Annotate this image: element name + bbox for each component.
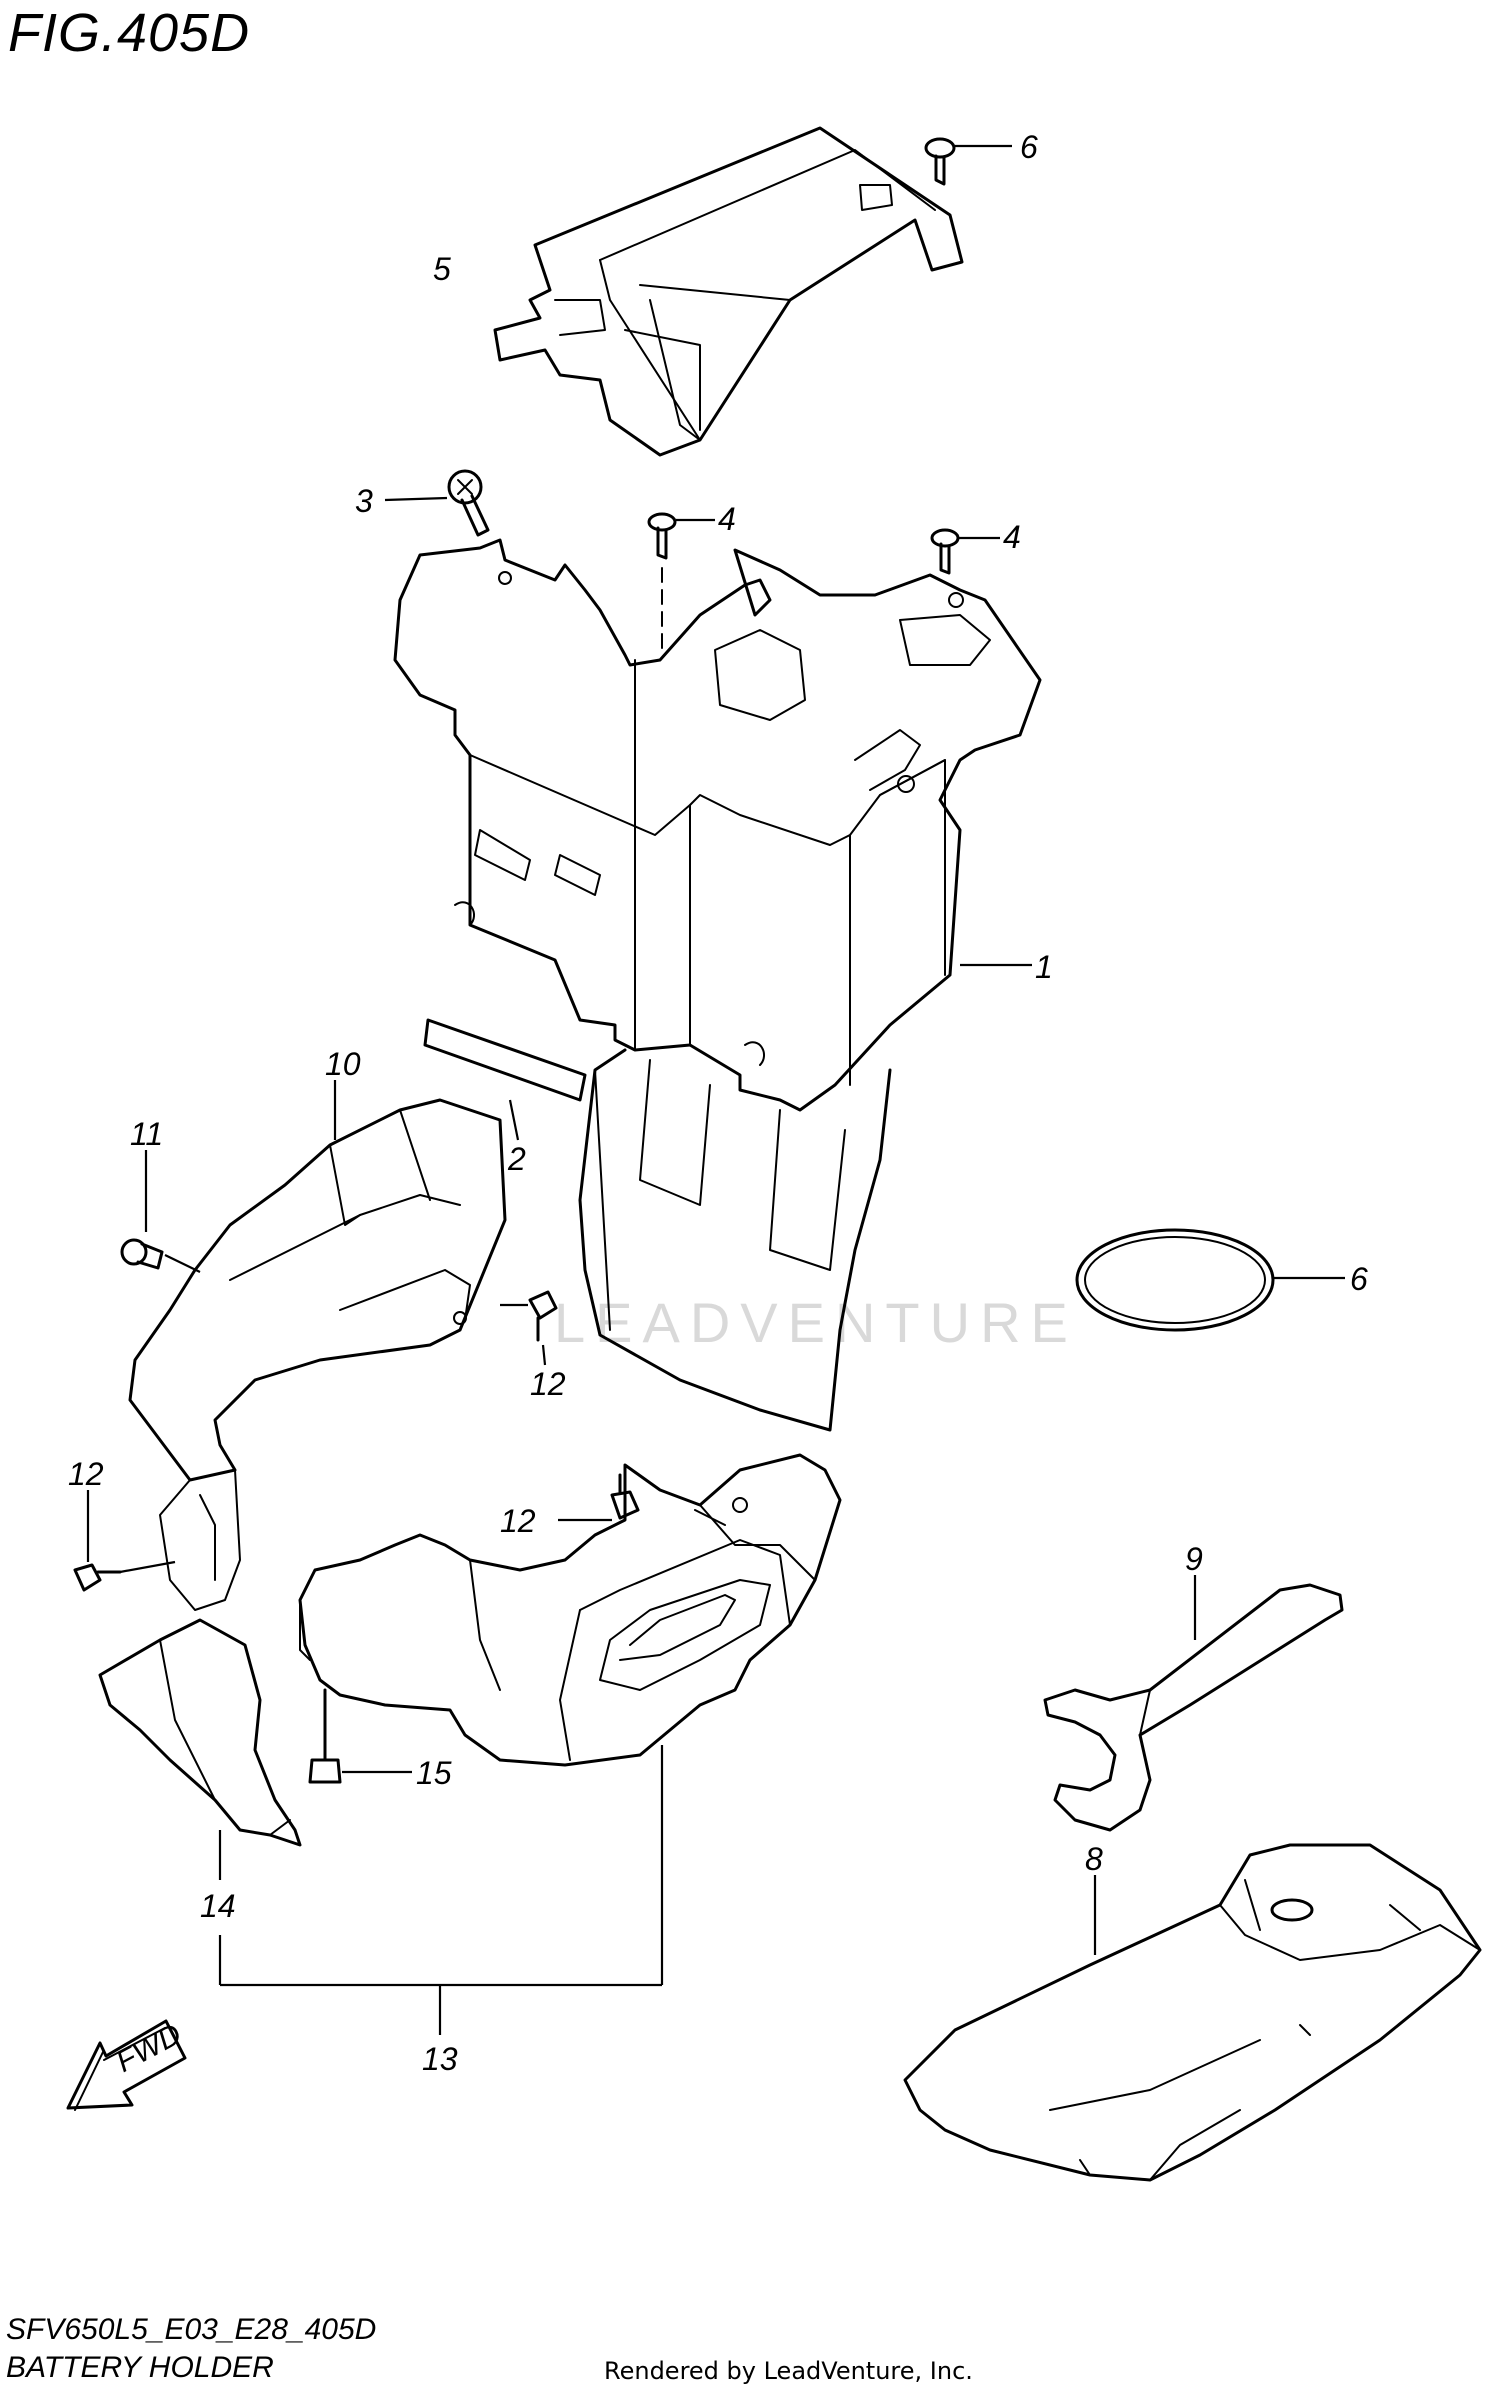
part-11-bolt bbox=[120, 1150, 201, 1273]
callout-15: 15 bbox=[416, 1755, 452, 1791]
assembly-bracket bbox=[218, 1935, 662, 2035]
part-9-wrench bbox=[1043, 1575, 1344, 1832]
part-7-band bbox=[1075, 1228, 1345, 1332]
part-4-screw-left bbox=[647, 512, 715, 651]
callout-13: 13 bbox=[422, 2041, 458, 2077]
callout-6: 6 bbox=[1020, 129, 1038, 165]
render-credit: Rendered by LeadVenture, Inc. bbox=[604, 2357, 973, 2385]
part-12-clip-left bbox=[73, 1490, 176, 1592]
callout-numbers: 6 5 3 4 4 1 2 10 11 6 12 12 12 9 15 8 14… bbox=[68, 129, 1368, 2077]
part-10-cover bbox=[128, 1080, 507, 1611]
part-2-pad bbox=[423, 1018, 587, 1141]
callout-4-left: 4 bbox=[718, 501, 736, 537]
part-5-upper-bracket bbox=[493, 126, 964, 457]
part-1-battery-holder bbox=[393, 538, 1042, 1432]
diagram-caption: BATTERY HOLDER bbox=[6, 2351, 274, 2384]
callout-4-right: 4 bbox=[1003, 519, 1021, 555]
callout-9: 9 bbox=[1185, 1541, 1203, 1577]
figure-title: FIG.405D bbox=[8, 3, 251, 63]
callout-14: 14 bbox=[200, 1888, 236, 1924]
callout-12-center: 12 bbox=[530, 1366, 566, 1402]
part-15-bolt bbox=[308, 1688, 412, 1784]
callout-5: 5 bbox=[433, 251, 451, 287]
callout-1: 1 bbox=[1035, 949, 1053, 985]
part-3-bolt bbox=[384, 469, 490, 537]
model-code: SFV650L5_E03_E28_405D bbox=[6, 2313, 377, 2346]
callout-2: 2 bbox=[507, 1141, 526, 1177]
part-13-lower-cover bbox=[298, 1453, 842, 1985]
callout-10: 10 bbox=[325, 1046, 361, 1082]
callout-11: 11 bbox=[130, 1116, 163, 1152]
callout-12-left: 12 bbox=[68, 1456, 104, 1492]
fwd-label: FWD bbox=[111, 2018, 187, 2079]
callout-12-lower: 12 bbox=[500, 1503, 536, 1539]
part-6-screw bbox=[924, 137, 1012, 186]
fwd-direction-arrow: FWD bbox=[66, 2018, 187, 2111]
part-4-screw-right bbox=[930, 528, 1000, 575]
part-12-clip-center bbox=[500, 1290, 558, 1366]
callout-3: 3 bbox=[355, 483, 373, 519]
watermark-text: LEADVENTURE bbox=[554, 1291, 1078, 1354]
part-14-side-panel bbox=[98, 1618, 302, 1880]
part-8-tool-bag bbox=[903, 1843, 1482, 2182]
callout-8: 8 bbox=[1085, 1841, 1103, 1877]
callout-7: 6 bbox=[1350, 1261, 1368, 1297]
